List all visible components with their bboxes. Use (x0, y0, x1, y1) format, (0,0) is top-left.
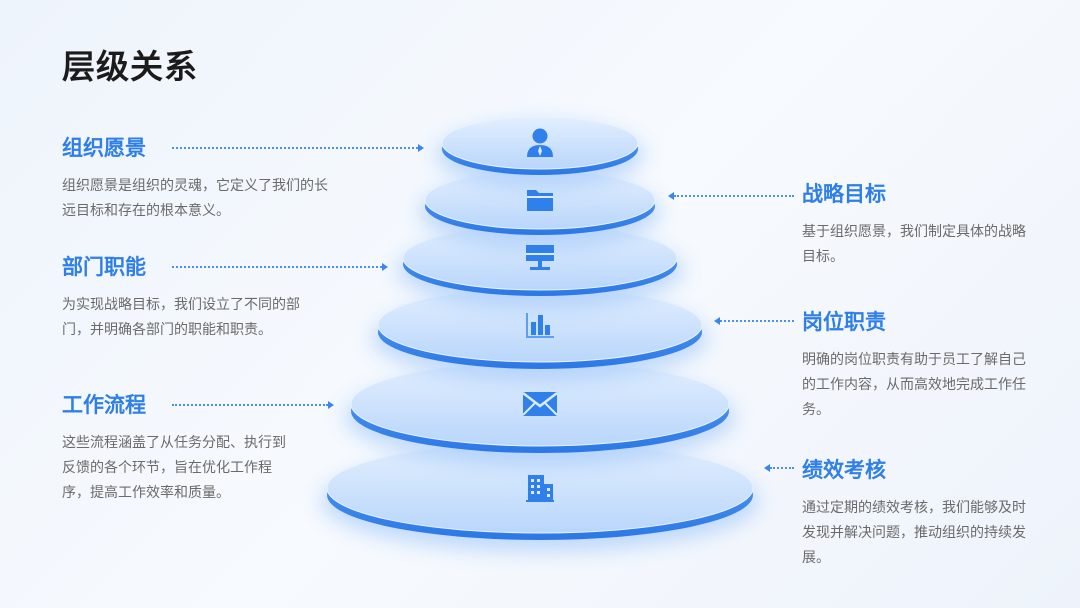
connector-arrow (418, 144, 424, 152)
connector-line (172, 404, 328, 406)
level-strategy: 战略目标 基于组织愿景，我们制定具体的战略目标。 (802, 178, 1027, 270)
level-position: 岗位职责 明确的岗位职责有助于员工了解自己的工作内容，从而高效地完成工作任务。 (802, 306, 1027, 423)
connector-line (674, 195, 794, 197)
level-title: 工作流程 (62, 393, 146, 417)
level-desc: 基于组织愿景，我们制定具体的战略目标。 (802, 224, 1026, 265)
connector-arrow (668, 192, 674, 200)
level-desc: 这些流程涵盖了从任务分配、执行到反馈的各个环节，旨在优化工作程序，提高工作效率和… (62, 435, 286, 501)
connector-arrow (764, 464, 770, 472)
level-vision: 组织愿景 组织愿景是组织的灵魂，它定义了我们的长远目标和存在的根本意义。 (62, 132, 337, 224)
connector-line (720, 320, 794, 322)
monitor-icon (524, 243, 556, 277)
bar-chart-icon (523, 310, 557, 344)
level-title: 组织愿景 (62, 136, 146, 160)
user-icon (525, 127, 555, 163)
level-desc: 通过定期的绩效考核，我们能够及时发现并解决问题，推动组织的持续发展。 (802, 500, 1026, 566)
level-department: 部门职能 为实现战略目标，我们设立了不同的部门，并明确各部门的职能和职责。 (62, 251, 322, 343)
connector-arrow (714, 317, 720, 325)
level-desc: 为实现战略目标，我们设立了不同的部门，并明确各部门的职能和职责。 (62, 297, 300, 338)
level-desc: 组织愿景是组织的灵魂，它定义了我们的长远目标和存在的根本意义。 (62, 178, 328, 219)
pyramid-disc (397, 225, 683, 308)
connector-line (172, 266, 382, 268)
mail-icon (522, 391, 558, 421)
folder-icon (525, 187, 555, 217)
level-title: 绩效考核 (802, 458, 886, 482)
level-title: 战略目标 (802, 182, 886, 206)
level-title: 部门职能 (62, 255, 146, 279)
connector-arrow (328, 401, 334, 409)
page-title: 层级关系 (62, 47, 198, 86)
building-icon (524, 472, 556, 508)
level-workflow: 工作流程 这些流程涵盖了从任务分配、执行到反馈的各个环节，旨在优化工作程序，提高… (62, 389, 297, 506)
connector-line (172, 147, 418, 149)
level-performance: 绩效考核 通过定期的绩效考核，我们能够及时发现并解决问题，推动组织的持续发展。 (802, 454, 1032, 571)
level-desc: 明确的岗位职责有助于员工了解自己的工作内容，从而高效地完成工作任务。 (802, 352, 1026, 418)
level-title: 岗位职责 (802, 310, 886, 334)
connector-arrow (382, 263, 388, 271)
connector-line (770, 467, 794, 469)
